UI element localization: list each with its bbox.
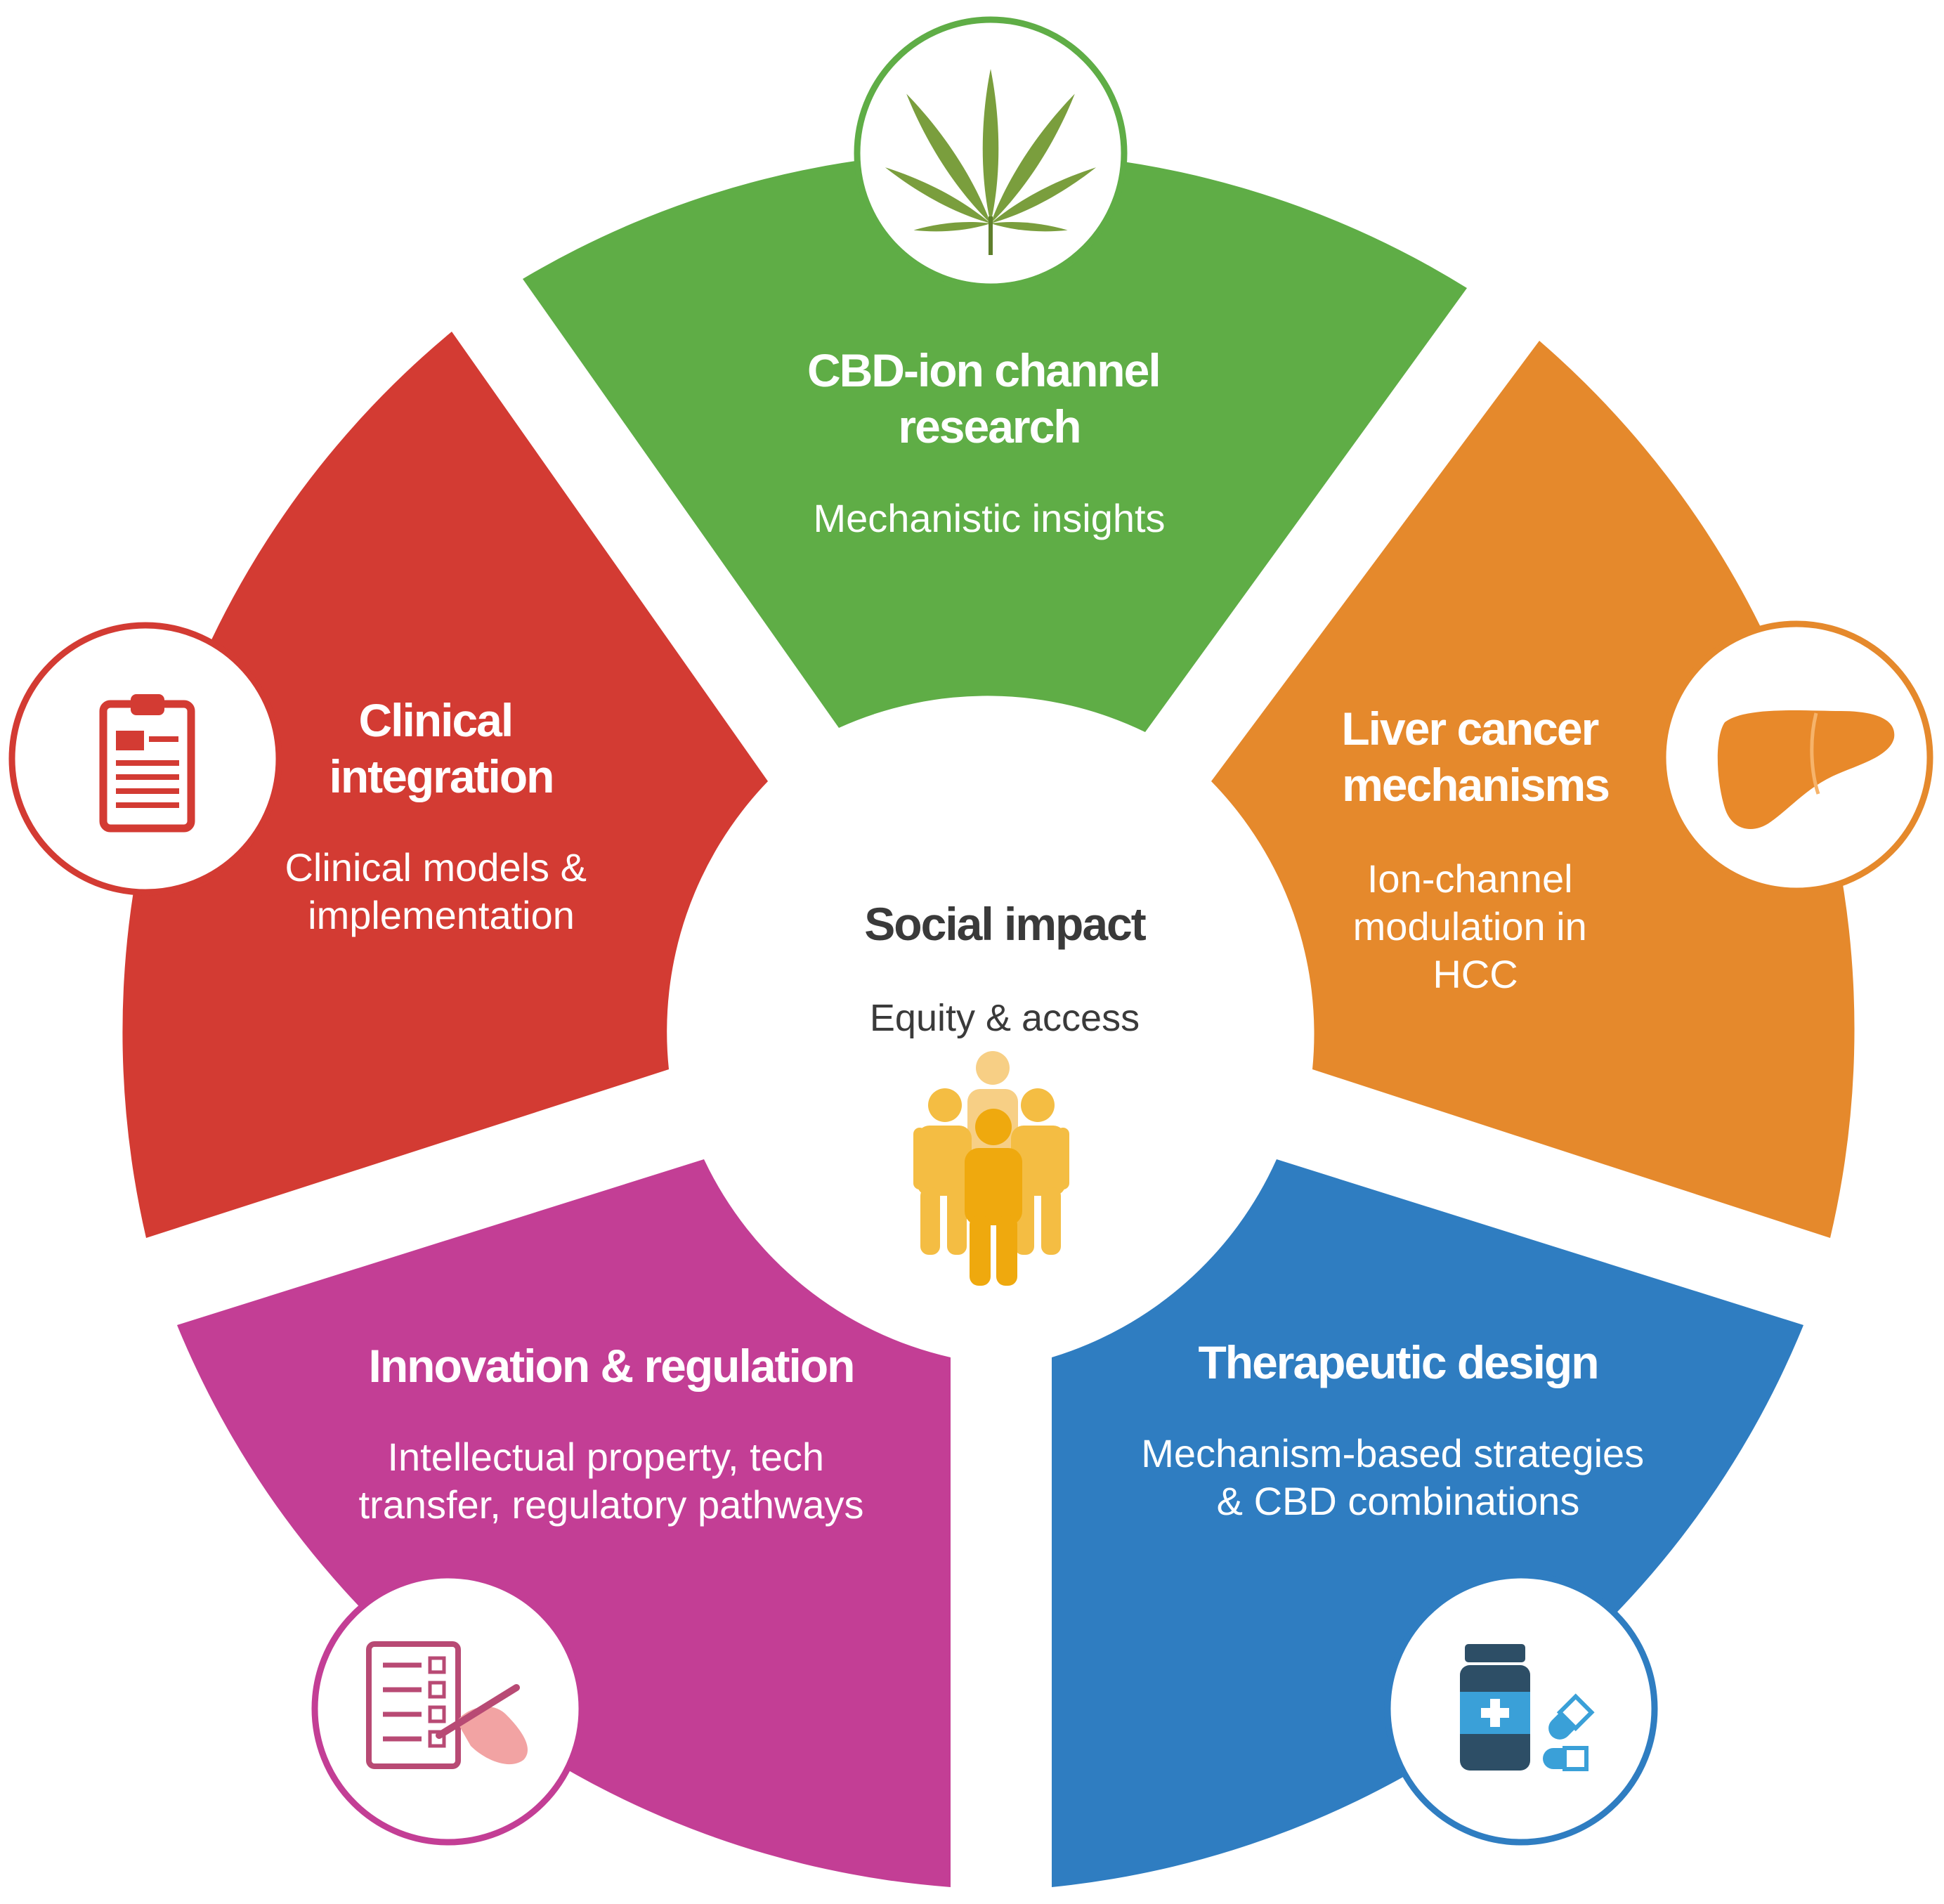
clipboard-icon [99,694,195,833]
center-hub: Social impact Equity & access [864,898,1148,1286]
cbd-title: CBD-ion channel research [807,344,1171,452]
cbd-icon-badge [854,16,1128,290]
wedge-cbd [523,151,1467,732]
center-subtitle: Equity & access [870,997,1140,1039]
segment-cbd-text: CBD-ion channel research Mechanistic ins… [807,344,1171,540]
innovation-subtitle: Intellectual property, tech transfer, re… [358,1435,863,1527]
liver-subtitle: Ion-channel modulation in HCC [1353,856,1598,996]
cbd-subtitle: Mechanistic insights [813,496,1165,540]
wedge-innovation [177,1159,951,1887]
wedge-liver [1211,341,1855,1238]
liver-icon [1717,710,1895,830]
center-title: Social impact [864,898,1147,950]
checklist-icon-badge [311,1572,585,1846]
clipboard-icon-badge [8,622,282,896]
cannabis-leaf-icon [885,69,1097,255]
clinical-subtitle: Clinical models & implementation [285,845,597,937]
segment-therapeutic-text: Therapeutic design Mechanism-based strat… [1141,1336,1655,1523]
medicine-bottle-pills-icon [1460,1644,1595,1771]
clinical-title: Clinical integration [330,694,554,802]
wedge-clinical [122,332,768,1238]
liver-title: Liver cancer mechanisms [1341,703,1609,811]
segment-innovation-text: Innovation & regulation Intellectual pro… [358,1340,863,1527]
innovation-title: Innovation & regulation [369,1340,854,1392]
therapeutic-subtitle: Mechanism-based strategies & CBD combina… [1141,1431,1655,1523]
segment-clinical-text: Clinical integration Clinical models & i… [285,694,597,937]
segment-wedges [122,151,1855,1887]
checklist-signing-icon [366,1641,528,1769]
therapeutic-title: Therapeutic design [1198,1336,1598,1388]
people-group-icon [913,1051,1069,1286]
liver-icon-badge [1659,620,1933,894]
segment-liver-text: Liver cancer mechanisms Ion-channel modu… [1341,703,1610,996]
wedge-therapeutic [1052,1159,1803,1887]
medicine-icon-badge [1384,1572,1658,1846]
